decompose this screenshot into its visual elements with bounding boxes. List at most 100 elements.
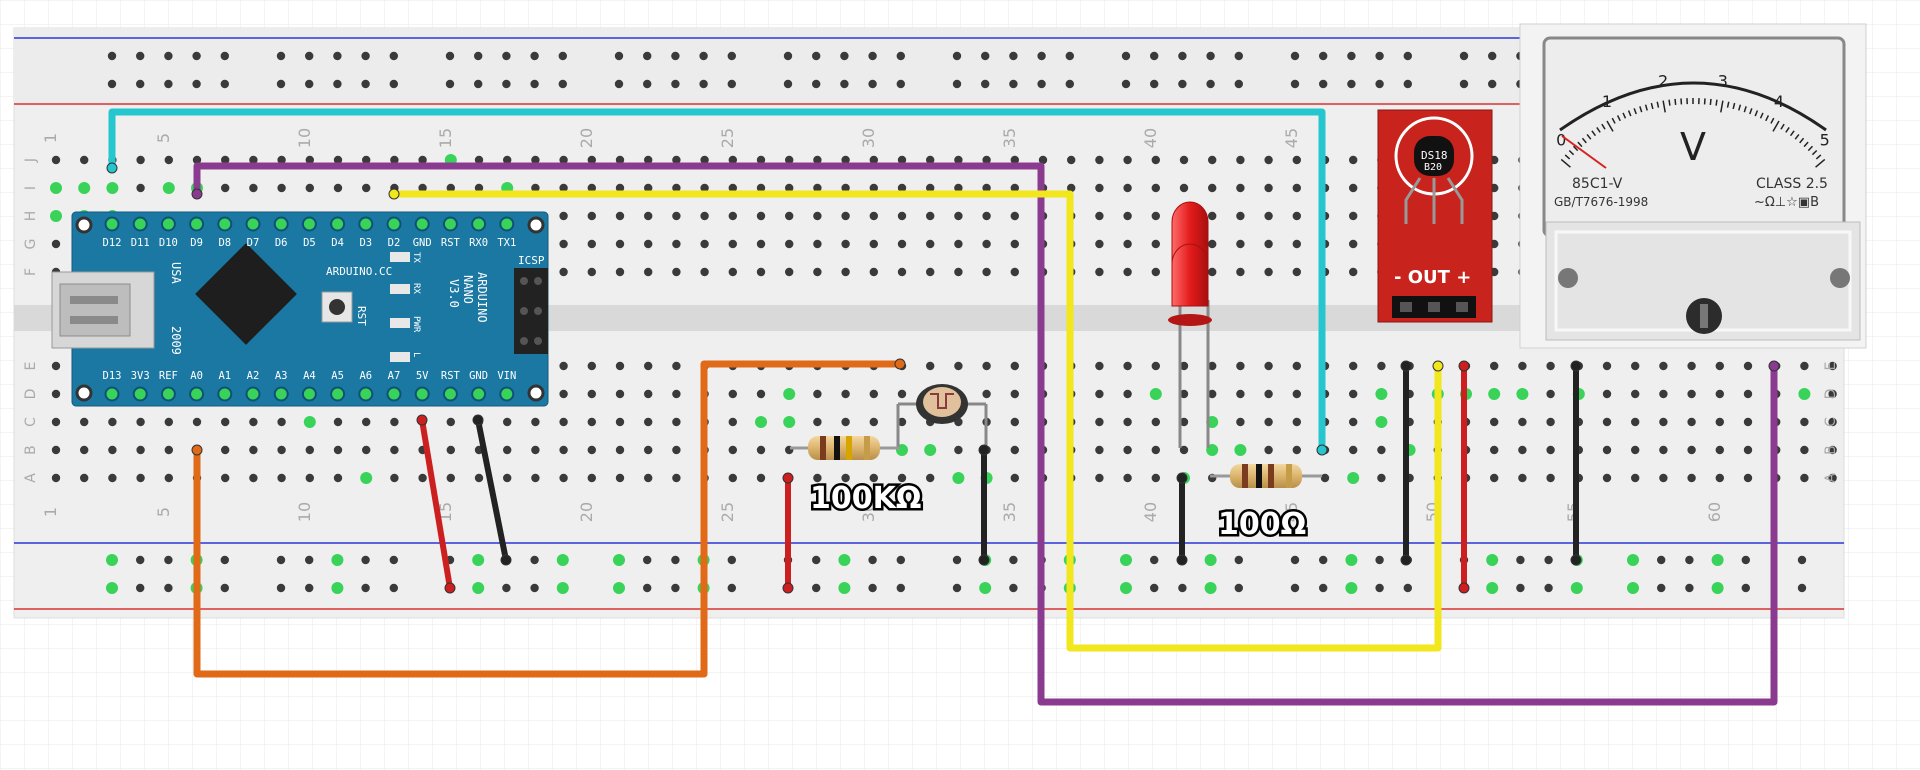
rail-hole xyxy=(106,582,118,594)
voltmeter-scale-arc xyxy=(1559,81,1827,132)
nano-icsp-label: ICSP xyxy=(518,254,545,267)
rail-hole xyxy=(1009,583,1018,593)
breadboard-hole xyxy=(672,445,681,455)
breadboard-hole xyxy=(559,211,568,221)
voltmeter-tick xyxy=(1794,134,1800,140)
column-number: 5 xyxy=(154,507,173,517)
nano-pin-label-bottom: VIN xyxy=(497,370,516,382)
breadboard-hole xyxy=(728,267,737,277)
breadboard-hole xyxy=(615,183,625,193)
rail-hole xyxy=(1290,583,1300,593)
breadboard-hole xyxy=(192,155,202,165)
breadboard-hole xyxy=(559,239,568,249)
rail-hole xyxy=(1570,582,1583,594)
rail-hole xyxy=(1347,51,1356,61)
rail-hole xyxy=(502,79,511,89)
voltmeter-tick xyxy=(1799,137,1805,144)
rail-hole xyxy=(671,79,680,89)
breadboard-hole xyxy=(1010,361,1019,371)
breadboard-hole xyxy=(1123,389,1132,399)
breadboard-hole xyxy=(390,417,399,427)
breadboard-hole xyxy=(1179,445,1189,455)
rail-hole xyxy=(1345,554,1358,566)
voltmeter-needle xyxy=(1561,135,1607,169)
breadboard-hole xyxy=(1236,155,1245,165)
breadboard-hole xyxy=(841,183,850,193)
breadboard-hole xyxy=(1208,389,1217,399)
breadboard-hole xyxy=(333,445,343,455)
nano-pin-top xyxy=(386,216,402,232)
column-number: 45 xyxy=(1282,502,1301,522)
breadboard-hole xyxy=(80,155,89,165)
nano-pin-bottom xyxy=(301,386,317,402)
breadboard-hole xyxy=(51,155,61,165)
rail-hole xyxy=(305,79,314,89)
row-letter: C xyxy=(23,417,39,427)
breadboard-hole xyxy=(1067,155,1076,165)
breadboard-hole xyxy=(672,361,681,371)
rail-hole xyxy=(952,583,962,593)
breadboard-hole xyxy=(785,267,794,277)
breadboard-hole xyxy=(1236,267,1245,277)
nano-pin-label-top: D3 xyxy=(359,237,372,249)
row-letter: I xyxy=(23,186,39,190)
column-number: 25 xyxy=(718,128,737,148)
voltmeter-tick xyxy=(1754,110,1759,117)
wire-black-ldr xyxy=(978,444,990,566)
rail-hole xyxy=(952,51,962,61)
row-letter: D xyxy=(23,389,39,400)
breadboard-hole xyxy=(1292,211,1302,221)
breadboard-hole xyxy=(587,473,596,483)
voltmeter-tick xyxy=(1765,115,1770,122)
breadboard-hole xyxy=(700,239,709,249)
rail-hole xyxy=(1121,51,1131,61)
voltmeter-tick xyxy=(1715,99,1718,106)
breadboard-hole xyxy=(813,155,822,165)
breadboard-hole xyxy=(192,417,202,427)
nano-pin-label-bottom: A4 xyxy=(303,370,316,382)
nano-model-line-3: V3.0 xyxy=(447,279,461,308)
rail-hole xyxy=(1120,554,1132,566)
nano-pin-top xyxy=(442,216,458,232)
nano-pin-top xyxy=(189,216,205,232)
nano-pin-label-top: RST xyxy=(441,237,461,249)
breadboard-hole xyxy=(1659,473,1668,483)
rail-hole xyxy=(136,51,145,61)
resistor-100k: 100KΩ xyxy=(790,436,924,519)
breadboard-hole xyxy=(1123,361,1132,371)
rail-hole xyxy=(1711,582,1724,594)
row-letter: J xyxy=(23,158,39,163)
breadboard-hole xyxy=(644,361,653,371)
rail-hole xyxy=(389,583,398,593)
voltmeter-scale-number: 4 xyxy=(1774,92,1784,111)
row-letter: E xyxy=(1823,362,1839,371)
breadboard-hole xyxy=(503,155,512,165)
breadboard-hole xyxy=(1687,389,1696,399)
nano-pin-label-top: D10 xyxy=(159,237,178,249)
rail-hole xyxy=(1685,583,1694,593)
breadboard-hole xyxy=(1828,417,1837,427)
breadboard-hole xyxy=(672,211,681,221)
rail-hole xyxy=(1627,582,1639,594)
rail-hole xyxy=(107,79,117,89)
voltmeter-tick xyxy=(1650,102,1654,110)
breadboard-hole xyxy=(51,445,61,455)
breadboard-hole xyxy=(305,155,314,165)
nano-pin-label-bottom: A1 xyxy=(218,370,231,382)
breadboard-hole xyxy=(1349,445,1358,455)
breadboard-hole xyxy=(1828,473,1837,483)
breadboard-hole xyxy=(1264,417,1273,427)
rail-hole xyxy=(671,583,680,593)
voltmeter-tick xyxy=(1633,108,1637,115)
rail-hole xyxy=(333,79,342,89)
breadboard-hole xyxy=(813,267,822,277)
nano-pin-label-bottom: A5 xyxy=(331,370,344,382)
rail-hole xyxy=(305,555,314,565)
nano-pin-label-top: D2 xyxy=(388,237,401,249)
voltmeter-scale-number: 0 xyxy=(1556,130,1566,149)
column-number: 20 xyxy=(577,502,596,522)
breadboard-hole xyxy=(1151,155,1161,165)
breadboard-hole xyxy=(1095,473,1104,483)
nano-brand: ARDUINO.CC xyxy=(326,265,392,278)
